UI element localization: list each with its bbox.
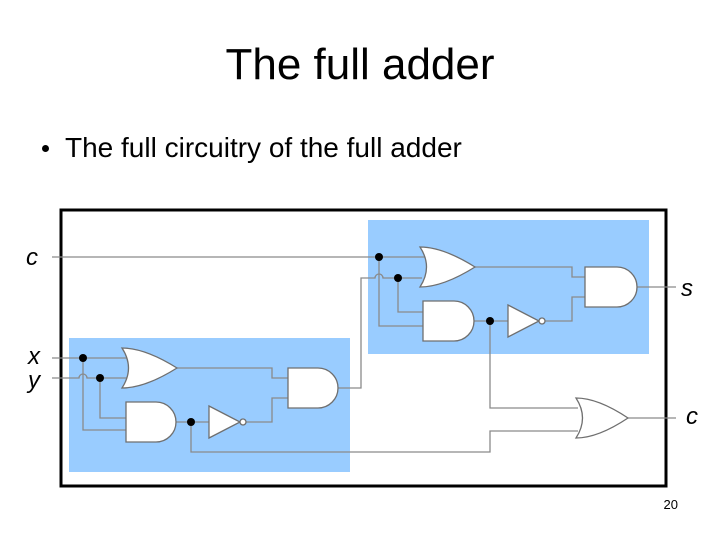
xor-gate-1 [120, 347, 179, 389]
not-gate-1 [208, 404, 242, 440]
not-gate-2 [507, 303, 541, 339]
and-gate-sum-2 [584, 266, 638, 308]
input-label-x: x [27, 343, 41, 370]
half-adder-1-wires [52, 273, 578, 453]
output-label-c: c [686, 403, 698, 430]
or-gate-carry [574, 397, 630, 439]
bullet-text: The full circuitry of the full adder [65, 132, 462, 163]
not-gate-2-bubble [538, 317, 546, 325]
and-gate-sum-1 [287, 367, 339, 409]
page-number: 20 [663, 497, 678, 512]
xor-gate-2 [418, 246, 477, 288]
not-gate-1-bubble [239, 418, 247, 426]
bullet-dot-icon [42, 144, 49, 152]
input-label-y: y [26, 367, 42, 394]
junction-dots [79, 253, 494, 426]
and-gate-2 [422, 300, 475, 342]
output-label-s: s [681, 275, 693, 302]
input-label-c: c [26, 244, 38, 271]
and-gate-1 [125, 401, 177, 443]
slide-title: The full adder [225, 40, 495, 89]
bullet-item: The full circuitry of the full adder [42, 132, 462, 164]
